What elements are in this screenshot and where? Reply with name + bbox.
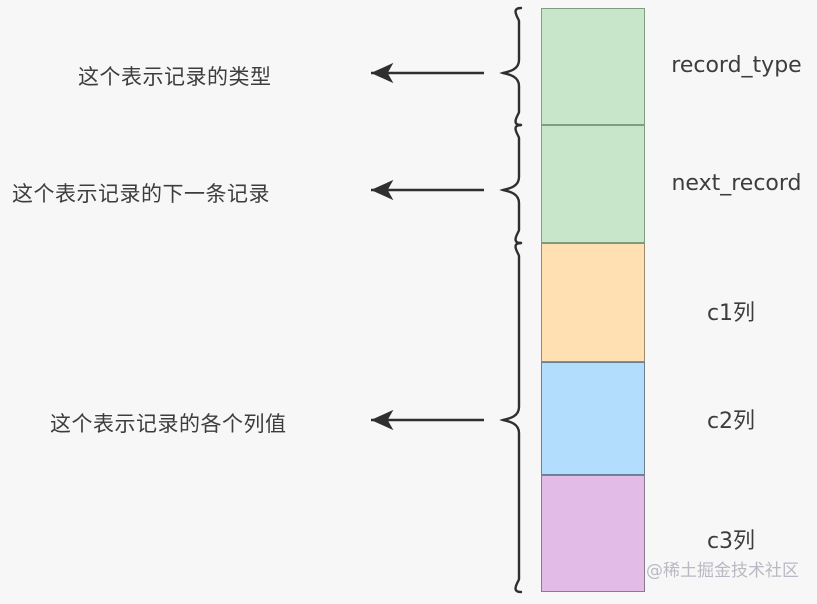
annotation-text-record-type: 这个表示记录的类型 — [78, 65, 272, 89]
field-label-c2-column: c2列 — [706, 409, 756, 434]
annotation-text-column-values: 这个表示记录的各个列值 — [50, 412, 287, 436]
block-c1-column — [541, 243, 645, 362]
field-label-c1-column: c1列 — [706, 301, 756, 326]
field-label-c3-column: c3列 — [706, 529, 756, 554]
brace — [499, 123, 523, 245]
block-next-record — [541, 125, 645, 243]
field-label-record-type: record_type — [671, 53, 802, 78]
brace — [499, 6, 523, 127]
watermark: @稀土掘金技术社区 — [646, 561, 799, 581]
brace — [499, 241, 523, 594]
annotation-text-next-record: 这个表示记录的下一条记录 — [12, 182, 270, 206]
block-record-type — [541, 8, 645, 125]
block-c3-column — [541, 475, 645, 592]
block-c2-column — [541, 362, 645, 475]
field-label-next-record: next_record — [671, 171, 802, 196]
